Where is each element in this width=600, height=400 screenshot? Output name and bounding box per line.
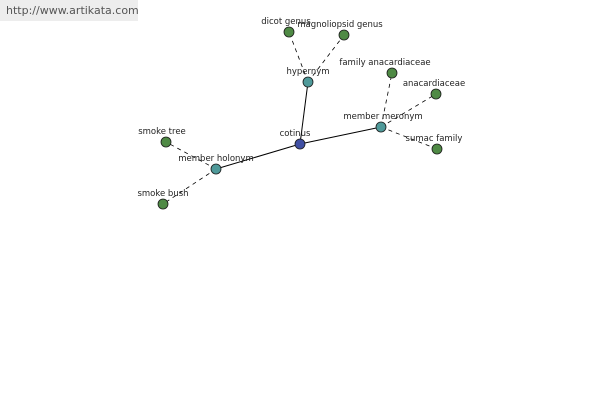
label-leaf-sumac-family[interactable]: sumac family: [406, 134, 463, 144]
label-leaf-magnoliopsid-genus[interactable]: magnoliopsid genus: [297, 20, 383, 30]
node-relation-member-holonym[interactable]: [210, 163, 222, 175]
watermark-url[interactable]: http://www.artikata.com: [0, 0, 139, 21]
edge-member-holonym-to-smoke-bush: [162, 168, 217, 205]
node-relation-hypernym[interactable]: [302, 76, 314, 88]
node-leaf-smoke-bush[interactable]: [157, 198, 169, 210]
edge-member-meronym-to-family-anacardiaceae: [380, 72, 393, 128]
node-leaf-sumac-family[interactable]: [431, 143, 443, 155]
edge-hypernym-to-dicot-genus: [288, 31, 309, 83]
node-relation-member-meronym[interactable]: [375, 121, 387, 133]
node-leaf-family-anacardiaceae[interactable]: [386, 67, 398, 79]
edge-center-to-member-holonym: [215, 143, 301, 170]
label-relation-hypernym[interactable]: hypernym: [286, 67, 329, 77]
edge-hypernym-to-magnoliopsid-genus: [307, 34, 345, 83]
edge-member-holonym-to-smoke-tree: [165, 141, 217, 170]
edge-center-to-hypernym: [299, 81, 309, 145]
label-leaf-family-anacardiaceae[interactable]: family anacardiaceae: [339, 58, 430, 68]
node-leaf-dicot-genus[interactable]: [283, 26, 295, 38]
label-leaf-smoke-bush[interactable]: smoke bush: [137, 189, 188, 199]
node-center[interactable]: [294, 138, 306, 150]
node-leaf-magnoliopsid-genus[interactable]: [338, 29, 350, 41]
label-leaf-dicot-genus[interactable]: dicot genus: [261, 17, 311, 27]
edge-member-meronym-to-sumac-family: [380, 126, 438, 150]
label-relation-member-meronym[interactable]: member meronym: [343, 112, 422, 122]
node-leaf-smoke-tree[interactable]: [160, 136, 172, 148]
label-leaf-anacardiaceae[interactable]: anacardiaceae: [403, 79, 465, 89]
label-center[interactable]: cotinus: [280, 129, 311, 139]
edge-member-meronym-to-anacardiaceae: [380, 93, 437, 128]
label-leaf-smoke-tree[interactable]: smoke tree: [138, 127, 186, 137]
label-relation-member-holonym[interactable]: member holonym: [178, 154, 253, 164]
edges-layer: [162, 31, 438, 205]
nodes-layer: [157, 26, 443, 210]
node-leaf-anacardiaceae[interactable]: [430, 88, 442, 100]
edge-center-to-member-meronym: [299, 126, 382, 145]
